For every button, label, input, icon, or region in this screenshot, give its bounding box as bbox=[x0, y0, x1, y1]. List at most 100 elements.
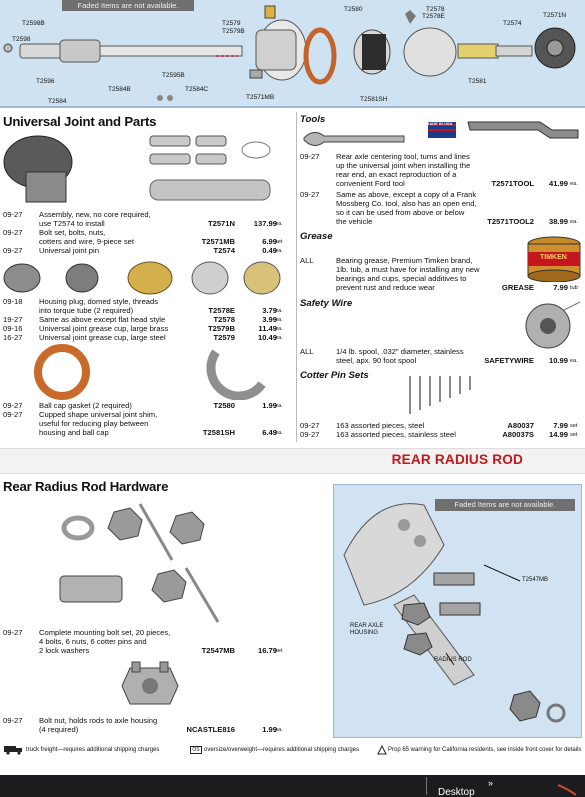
rear-axle-exploded-diagram: Faded Items are not available. bbox=[0, 0, 585, 108]
item-desc: Universal joint grease cup, large brass bbox=[39, 324, 169, 333]
part-number: T2581SH bbox=[202, 428, 235, 437]
item-year: 09-27 bbox=[300, 421, 320, 430]
price: 10.49 bbox=[257, 333, 277, 342]
item-desc: Bearing grease, Premium Timken brand, bbox=[336, 256, 473, 265]
item-desc: 163 assorted pieces, stainless steel bbox=[336, 430, 456, 439]
chevron-right-icon[interactable]: » bbox=[488, 778, 494, 788]
radius-rod-illustration bbox=[343, 503, 566, 723]
callout: T2596 bbox=[36, 78, 55, 85]
diagram-label: T2547MB bbox=[522, 577, 549, 583]
axle-tools-photo bbox=[303, 121, 579, 146]
grease-items: ALL Bearing grease, Premium Timken brand… bbox=[300, 256, 582, 293]
section-separator bbox=[0, 448, 585, 474]
part-number: NCASTLE816 bbox=[186, 725, 235, 734]
item-year: 16-27 bbox=[3, 333, 23, 342]
universal-items-group-1: 09-27 Assembly, new, no core required, u… bbox=[3, 210, 293, 257]
item-year: ALL bbox=[300, 256, 314, 265]
callout: T2579B bbox=[222, 28, 245, 35]
truck-freight-note: truck freight—requires additional shippi… bbox=[26, 747, 160, 753]
part-number: T2578E bbox=[208, 306, 235, 315]
tools-items: 09-27 Rear axle centering tool, turns an… bbox=[300, 152, 582, 228]
universal-items-group-3: 09-27 Ball cap gasket (2 required) T2580… bbox=[3, 401, 293, 439]
part-number: T2571TOOL2 bbox=[487, 217, 534, 226]
taskbar-separator bbox=[426, 777, 427, 795]
price: 11.49 bbox=[258, 324, 277, 333]
part-number: SAFETYWIRE bbox=[484, 356, 534, 365]
list-item: 09-27 Assembly, new, no core required, u… bbox=[3, 210, 293, 228]
taskbar: » Desktop bbox=[0, 775, 585, 797]
item-desc: Same as above except flat head style bbox=[39, 315, 166, 324]
callout: T2581 bbox=[468, 78, 487, 85]
item-desc: Mossberg Co. tool, also has an open end, bbox=[336, 199, 477, 208]
list-item: 09-27 Bolt set, bolts, nuts, cotters and… bbox=[3, 228, 293, 246]
item-desc: up the universal joint when installing t… bbox=[336, 161, 471, 170]
rear-radius-item-group-1: 09-27 Complete mounting bolt set, 20 pie… bbox=[3, 628, 293, 656]
callout: T2571MB bbox=[246, 94, 275, 101]
unit: set bbox=[570, 432, 578, 438]
item-desc: Cupped shape universal joint shim, bbox=[39, 410, 158, 419]
part-number: T2574 bbox=[213, 246, 235, 255]
list-item: ALL Bearing grease, Premium Timken brand… bbox=[300, 256, 582, 293]
unit: set bbox=[275, 239, 283, 245]
unit: ea. bbox=[570, 219, 578, 225]
universal-joint-heading: Universal Joint and Parts bbox=[3, 114, 157, 129]
unit: set bbox=[275, 648, 283, 654]
part-number: T2580 bbox=[213, 401, 235, 410]
desktop-toolbar-button[interactable]: Desktop bbox=[438, 787, 475, 797]
list-item: ALL 1/4 lb. spool, .032" diameter, stain… bbox=[300, 347, 582, 366]
item-year: 09-27 bbox=[3, 210, 23, 219]
app-logo-icon[interactable] bbox=[556, 783, 580, 797]
item-desc: 163 assorted pieces, steel bbox=[336, 421, 425, 430]
radius-rod-diagram: Faded Items are not available. T2547MB R… bbox=[333, 484, 582, 738]
list-item: 09-27 Rear axle centering tool, turns an… bbox=[300, 152, 582, 189]
safety-wire-spool-photo bbox=[525, 301, 581, 349]
item-year: 19-27 bbox=[3, 315, 23, 324]
unit: ea. bbox=[275, 727, 283, 733]
plugs-grease-cups-photo bbox=[3, 261, 281, 295]
diagram-label: RADIUS ROD bbox=[434, 657, 472, 663]
cotter-pin-heading: Cotter Pin Sets bbox=[300, 370, 369, 381]
universal-items-group-2: 09-18 Housing plug, domed style, threads… bbox=[3, 297, 293, 345]
faded-notice: Faded Items are not available. bbox=[435, 499, 575, 511]
item-year: 09-27 bbox=[3, 628, 23, 637]
callout: T2578E bbox=[422, 13, 445, 20]
list-item: 09-27 163 assorted pieces, steel A80037 … bbox=[300, 421, 582, 430]
item-desc: Universal joint pin bbox=[39, 246, 99, 255]
safety-wire-items: ALL 1/4 lb. spool, .032" diameter, stain… bbox=[300, 347, 582, 366]
cotter-pins-photo bbox=[409, 376, 471, 414]
item-desc: prevent rust and reduce wear bbox=[336, 283, 435, 292]
item-desc: Same as above, except a copy of a Frank bbox=[336, 190, 477, 199]
safety-wire-heading: Safety Wire bbox=[300, 298, 353, 309]
unit: tub bbox=[570, 285, 578, 291]
part-number: T2571TOOL bbox=[491, 179, 535, 188]
item-desc: Ball cap gasket (2 required) bbox=[39, 401, 132, 410]
item-desc: bearings and cups, special additives to bbox=[336, 274, 467, 283]
truck-icon bbox=[4, 746, 22, 755]
callout: T2579 bbox=[222, 20, 241, 27]
callout: T2598B bbox=[22, 20, 45, 27]
price: 14.99 bbox=[548, 430, 568, 439]
price: 6.99 bbox=[262, 237, 277, 246]
diagram-label: HOUSING bbox=[350, 630, 379, 636]
price: 3.79 bbox=[262, 306, 277, 315]
oversize-badge-icon: OS bbox=[190, 746, 202, 754]
price: 16.79 bbox=[257, 646, 277, 655]
item-desc: 4 bolts, 6 nuts, 6 cotter pins and bbox=[39, 637, 147, 646]
item-desc: Complete mounting bolt set, 20 pieces, bbox=[39, 628, 171, 637]
item-desc: the vehicle bbox=[336, 217, 373, 226]
item-desc: Housing plug, domed style, threads bbox=[39, 297, 159, 306]
list-item: 09-27 163 assorted pieces, stainless ste… bbox=[300, 430, 582, 439]
list-item: 16-27 Universal joint grease cup, large … bbox=[3, 333, 293, 342]
price: 1.99 bbox=[262, 401, 277, 410]
price: 0.49 bbox=[262, 246, 277, 255]
callout: T2574 bbox=[503, 20, 522, 27]
item-year: 09-27 bbox=[3, 401, 23, 410]
prop65-note: Prop 65 warning for California residents… bbox=[388, 747, 582, 753]
rear-radius-item-group-2: 09-27 Bolt nut, holds rods to axle housi… bbox=[3, 716, 293, 735]
part-number: T2571MB bbox=[201, 237, 235, 246]
item-desc: use T2574 to install bbox=[39, 219, 105, 228]
item-year: 09-16 bbox=[3, 324, 23, 333]
callout: T2595B bbox=[162, 72, 185, 79]
item-desc: rear end, an exact reproduction of a bbox=[336, 170, 457, 179]
item-desc: 1/4 lb. spool, .032" diameter, stainless bbox=[336, 347, 464, 356]
